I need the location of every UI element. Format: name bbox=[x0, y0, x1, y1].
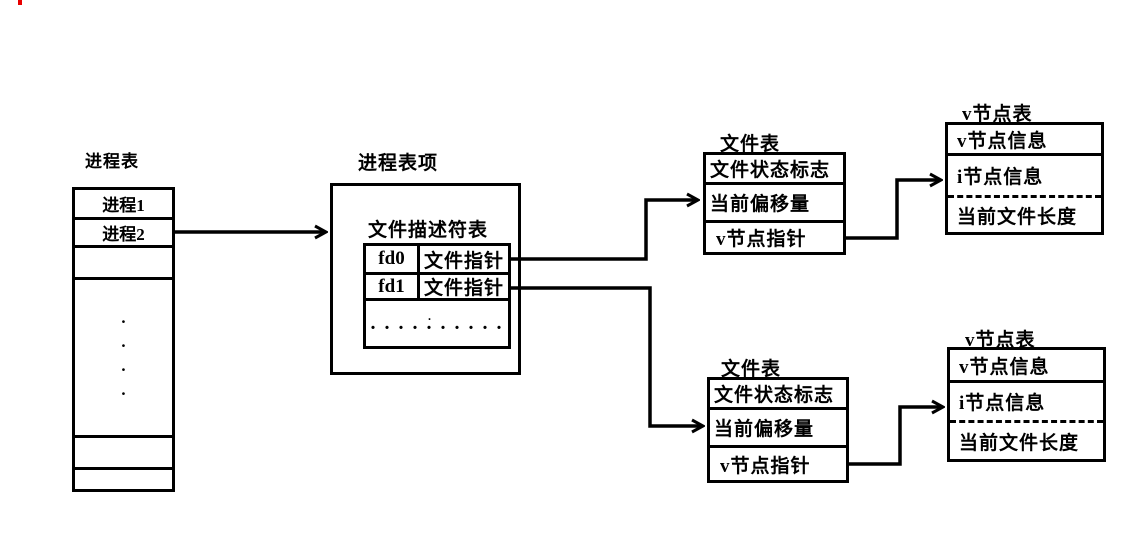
current-offset-row: 当前偏移量 bbox=[710, 410, 846, 448]
current-file-length-row: 当前文件长度 bbox=[948, 198, 1101, 232]
current-file-length-label: 当前文件长度 bbox=[957, 206, 1078, 228]
arrow-filetable-top-to-vnode-top bbox=[845, 180, 940, 240]
red-artifact-dot bbox=[18, 0, 22, 5]
vnode-pointer-label: v节点指针 bbox=[720, 455, 811, 477]
fd-ellipsis-mini-dot: . bbox=[428, 309, 433, 323]
vnode-info-label: v节点信息 bbox=[959, 356, 1050, 378]
current-file-length-label: 当前文件长度 bbox=[959, 432, 1080, 454]
process-table: 进程1 进程2 · · · · bbox=[72, 187, 175, 492]
fd-ellipsis-dots: . . . . . . . . . . bbox=[370, 312, 504, 334]
fd-row-0: fd0 文件指针 bbox=[366, 246, 508, 275]
fd-row-1: fd1 文件指针 bbox=[366, 275, 508, 301]
vnode-table-bottom-title: v节点表 bbox=[965, 330, 1036, 351]
arrow-fd1-to-file-table-bottom bbox=[508, 286, 702, 426]
fd-table: fd0 文件指针 fd1 文件指针 . . . . . . . . . . . bbox=[363, 243, 511, 349]
vnode-info-label: v节点信息 bbox=[957, 130, 1048, 152]
fd-table-label: 文件描述符表 bbox=[368, 220, 489, 241]
vertical-dot: · bbox=[120, 311, 127, 331]
file-table-top-title: 文件表 bbox=[720, 134, 781, 155]
vnode-pointer-label: v节点指针 bbox=[716, 229, 807, 250]
fd1-cell: fd1 bbox=[366, 275, 420, 298]
current-file-length-row: 当前文件长度 bbox=[950, 423, 1103, 459]
vnode-table-bottom: v节点信息 i节点信息 当前文件长度 bbox=[947, 347, 1106, 462]
fd0-cell: fd0 bbox=[366, 246, 420, 272]
file-status-flags-label: 文件状态标志 bbox=[710, 160, 831, 181]
file-status-flags-row: 文件状态标志 bbox=[710, 380, 846, 410]
process-row-2: 进程2 bbox=[75, 220, 172, 248]
process-row-1-label: 进程1 bbox=[102, 196, 145, 215]
file-status-flags-row: 文件状态标志 bbox=[706, 155, 843, 185]
vnode-pointer-row: v节点指针 bbox=[706, 223, 843, 252]
vnode-info-row: v节点信息 bbox=[948, 125, 1101, 156]
process-row-2-label: 进程2 bbox=[102, 225, 145, 244]
process-row-empty-2 bbox=[75, 438, 172, 470]
file-table-bottom-title: 文件表 bbox=[721, 359, 782, 380]
file-status-flags-label: 文件状态标志 bbox=[714, 385, 835, 406]
file-table-bottom: 文件状态标志 当前偏移量 v节点指针 bbox=[707, 377, 849, 483]
process-row-1: 进程1 bbox=[75, 190, 172, 220]
current-offset-label: 当前偏移量 bbox=[714, 419, 815, 440]
vertical-dot: · bbox=[120, 383, 127, 403]
process-row-empty-1 bbox=[75, 248, 172, 280]
vnode-pointer-row: v节点指针 bbox=[710, 448, 846, 480]
process-entry-title: 进程表项 bbox=[358, 153, 439, 174]
inode-info-label: i节点信息 bbox=[957, 167, 1044, 188]
fd0-pointer-cell: 文件指针 bbox=[423, 250, 504, 272]
arrow-filetable-bottom-to-vnode-bottom bbox=[848, 407, 942, 466]
inode-info-label: i节点信息 bbox=[959, 393, 1046, 414]
inode-info-row: i节点信息 bbox=[950, 383, 1103, 423]
inode-info-row: i节点信息 bbox=[948, 156, 1101, 198]
fd1-pointer-cell: 文件指针 bbox=[423, 278, 504, 299]
current-offset-label: 当前偏移量 bbox=[710, 194, 811, 215]
vnode-info-row: v节点信息 bbox=[950, 350, 1103, 383]
current-offset-row: 当前偏移量 bbox=[706, 185, 843, 223]
process-row-dots: · · · · bbox=[75, 280, 172, 438]
vnode-table-top: v节点信息 i节点信息 当前文件长度 bbox=[945, 122, 1104, 235]
arrow-fd0-to-file-table-top bbox=[508, 200, 697, 261]
file-table-top: 文件状态标志 当前偏移量 v节点指针 bbox=[703, 152, 846, 255]
process-row-empty-3 bbox=[75, 470, 172, 489]
vertical-dot: · bbox=[120, 359, 127, 379]
fd-ellipsis-row: . . . . . . . . . . . bbox=[366, 301, 508, 346]
process-table-title: 进程表 bbox=[85, 152, 139, 171]
vnode-table-top-title: v节点表 bbox=[962, 104, 1033, 125]
vertical-dot: · bbox=[120, 335, 127, 355]
